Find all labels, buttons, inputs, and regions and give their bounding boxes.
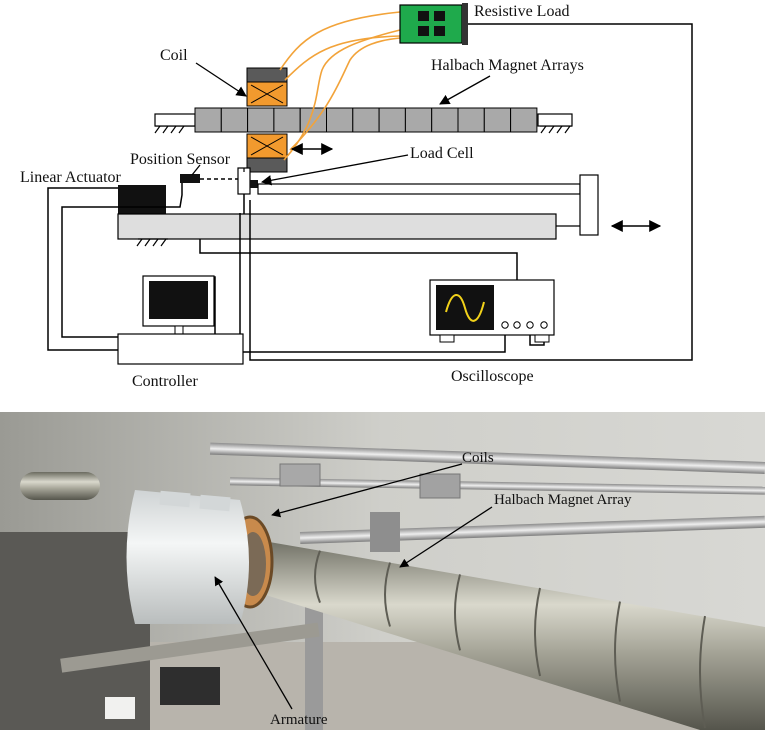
rail-far xyxy=(229,477,765,495)
rod-end-right xyxy=(537,113,573,127)
label-resistive-load: Resistive Load xyxy=(474,3,570,20)
label-coils: Coils xyxy=(462,450,494,466)
photo-magnet-ring xyxy=(699,615,706,729)
prototype-photo: Coils Halbach Magnet Array Armature xyxy=(0,412,765,730)
label-linear-actuator: Linear Actuator xyxy=(20,169,122,186)
rail-upper xyxy=(209,442,765,474)
magnet-segment xyxy=(326,107,354,133)
photo-magnet-segments xyxy=(314,550,706,729)
load-cell-leader xyxy=(260,154,409,186)
schematic-diagram: Resistive Load Coil Halbach Magnet Array… xyxy=(20,3,693,390)
magnet-segment xyxy=(247,107,275,133)
oscilloscope xyxy=(429,279,555,343)
push-rod xyxy=(257,183,581,195)
ground-hatch-base xyxy=(136,238,168,247)
coil-top xyxy=(246,67,288,107)
resistive-load xyxy=(399,3,468,45)
support-post-2 xyxy=(370,512,400,552)
bench-frame xyxy=(60,622,320,673)
photo-magnet-ring xyxy=(314,550,321,603)
coil-bottom xyxy=(246,133,288,173)
magnet-segment xyxy=(483,107,512,133)
photo-magnet-ring xyxy=(614,601,621,702)
armature-sleeve xyxy=(126,490,249,624)
load-cell xyxy=(250,180,258,188)
magnet-segment xyxy=(378,107,406,133)
magnet-segment xyxy=(194,107,222,133)
label-armature: Armature xyxy=(270,712,328,728)
label-position-sensor: Position Sensor xyxy=(130,151,231,168)
halbach-magnet-array xyxy=(194,107,538,133)
rail-block xyxy=(419,473,461,499)
linear-actuator xyxy=(118,185,166,214)
armature-tape xyxy=(159,490,231,512)
coil-lead-wires xyxy=(279,11,401,161)
left-tube xyxy=(20,472,100,500)
end-bracket xyxy=(579,174,599,236)
magnet-segment xyxy=(457,107,485,133)
label-oscilloscope: Oscilloscope xyxy=(451,368,534,385)
wire-load-to-scope xyxy=(249,23,693,361)
rail-block-2 xyxy=(279,463,321,487)
controller-computer xyxy=(117,275,244,365)
wire-sensor-to-controller xyxy=(61,183,183,338)
ground-hatch-left xyxy=(154,125,195,134)
magnet-segment xyxy=(510,107,538,133)
magnet-segment xyxy=(273,107,301,133)
wire-actuator-to-controller xyxy=(47,187,118,351)
halbach-leader xyxy=(439,75,491,105)
photo-magnet-ring xyxy=(384,562,391,627)
actuator-base xyxy=(117,213,557,240)
label-controller: Controller xyxy=(132,373,198,390)
clamp-block xyxy=(160,667,220,705)
photo-magnet-ring xyxy=(534,587,541,677)
magnet-segment xyxy=(220,107,249,133)
coils-leader xyxy=(271,463,463,518)
magnet-segment xyxy=(404,107,433,133)
label-load-cell: Load Cell xyxy=(410,145,474,162)
photo-magnet-ring xyxy=(454,574,461,651)
magnet-segment xyxy=(352,107,380,133)
coil-leader xyxy=(195,62,247,97)
ground-hatch-right xyxy=(540,125,572,134)
label-halbach-array: Halbach Magnet Array xyxy=(494,492,632,508)
rail-lower xyxy=(299,515,765,545)
position-sensor-leader xyxy=(191,164,201,176)
position-sensor xyxy=(180,174,200,183)
armature-leader xyxy=(214,576,293,710)
label-coil: Coil xyxy=(160,47,188,64)
white-block xyxy=(105,697,135,719)
magnet-array-shaft xyxy=(240,537,765,730)
magnet-segment xyxy=(431,107,459,133)
rod-end-left xyxy=(154,113,196,127)
label-halbach-arrays: Halbach Magnet Arrays xyxy=(431,57,584,74)
halbach-array-leader xyxy=(399,506,493,568)
